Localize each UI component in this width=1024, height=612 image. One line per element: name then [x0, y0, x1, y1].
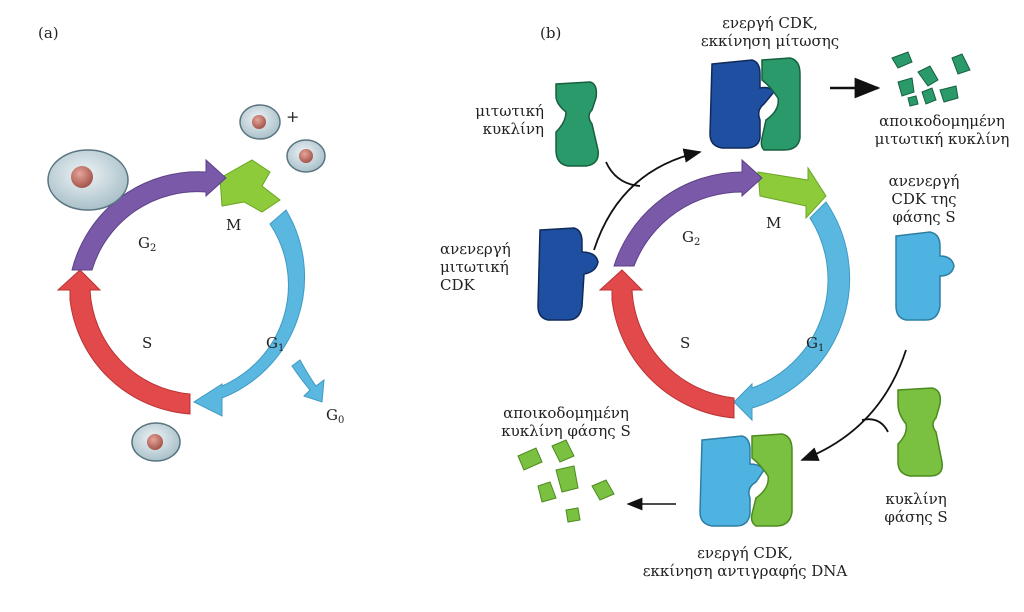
- phase-s-label: S: [142, 334, 153, 352]
- cell-small-bottom: [131, 422, 181, 462]
- inactive-mitotic-cdk-label: ανενεργή μιτωτική CDK: [440, 240, 511, 294]
- degraded-s-cyclin: [517, 439, 615, 523]
- mitotic-cyclin-free: [555, 81, 599, 167]
- cell-daughter-2: [286, 139, 326, 173]
- phase-m-label-b: M: [766, 214, 782, 232]
- phase-g2-arrow: [71, 158, 227, 271]
- panel-a-cells: [47, 104, 326, 462]
- g0-branch-arrow: [291, 359, 325, 403]
- phase-m-label: M: [226, 216, 242, 234]
- panel-a-label: (a): [38, 24, 59, 42]
- degraded-mitotic-cyclin: [891, 51, 971, 107]
- phase-s-label-b: S: [680, 334, 691, 352]
- mitotic-cyclin-label: μιτωτική κυκλίνη: [475, 102, 544, 138]
- mitotic-cyclin-bound: [760, 57, 801, 151]
- phase-g2-arrow-b: [613, 158, 763, 267]
- phase-g1-arrow-b: [733, 201, 851, 422]
- s-cyclin-free: [897, 387, 943, 477]
- cell-large: [47, 149, 129, 211]
- arrow-s-binding: [800, 349, 907, 461]
- mitotic-cdk-bound: [709, 59, 775, 149]
- phase-g2-label: G2: [138, 234, 157, 254]
- panel-b-cycle: [598, 158, 851, 422]
- phase-m-arrow-b: [757, 166, 827, 220]
- cell-daughter-1: [239, 104, 281, 140]
- panel-a-cycle: [56, 158, 325, 417]
- arrow-cyclin-join: [605, 161, 641, 187]
- phase-g2-label-b: G2: [682, 228, 701, 248]
- s-cyclin-bound: [750, 433, 793, 527]
- plus-sign: +: [286, 107, 300, 126]
- active-s-cdk-label: ενεργή CDK, εκκίνηση αντιγραφής DNA: [642, 544, 848, 580]
- phase-g1-label: G1: [266, 334, 285, 354]
- panel-b-label: (b): [540, 24, 562, 42]
- active-s-complex: [699, 433, 793, 527]
- phase-s-arrow: [56, 269, 191, 415]
- phase-s-arrow-b: [598, 269, 735, 419]
- arrow-s-cyclin-join: [861, 418, 889, 433]
- active-mitotic-complex: [709, 57, 801, 151]
- degraded-mitotic-cyclin-label: αποικοδομημένη μιτωτική κυκλίνη: [874, 112, 1010, 148]
- active-mitotic-cdk-label: ενεργή CDK, εκκίνηση μίτωσης: [700, 14, 840, 50]
- phase-g0-label: G0: [326, 406, 345, 426]
- phase-m-arrow: [219, 159, 281, 213]
- nucleus: [71, 166, 93, 188]
- inactive-s-cdk-label: ανενεργή CDK της φάσης S: [888, 172, 960, 226]
- inactive-s-cdk: [895, 231, 955, 321]
- degraded-s-cyclin-label: αποικοδομημένη κυκλίνη φάσης S: [501, 404, 631, 440]
- phase-g1-label-b: G1: [806, 334, 825, 354]
- phase-g1-arrow: [192, 209, 305, 417]
- s-cyclin-label: κυκλίνη φάσης S: [884, 490, 948, 526]
- inactive-mitotic-cdk: [537, 227, 599, 321]
- s-cdk-bound: [699, 435, 765, 527]
